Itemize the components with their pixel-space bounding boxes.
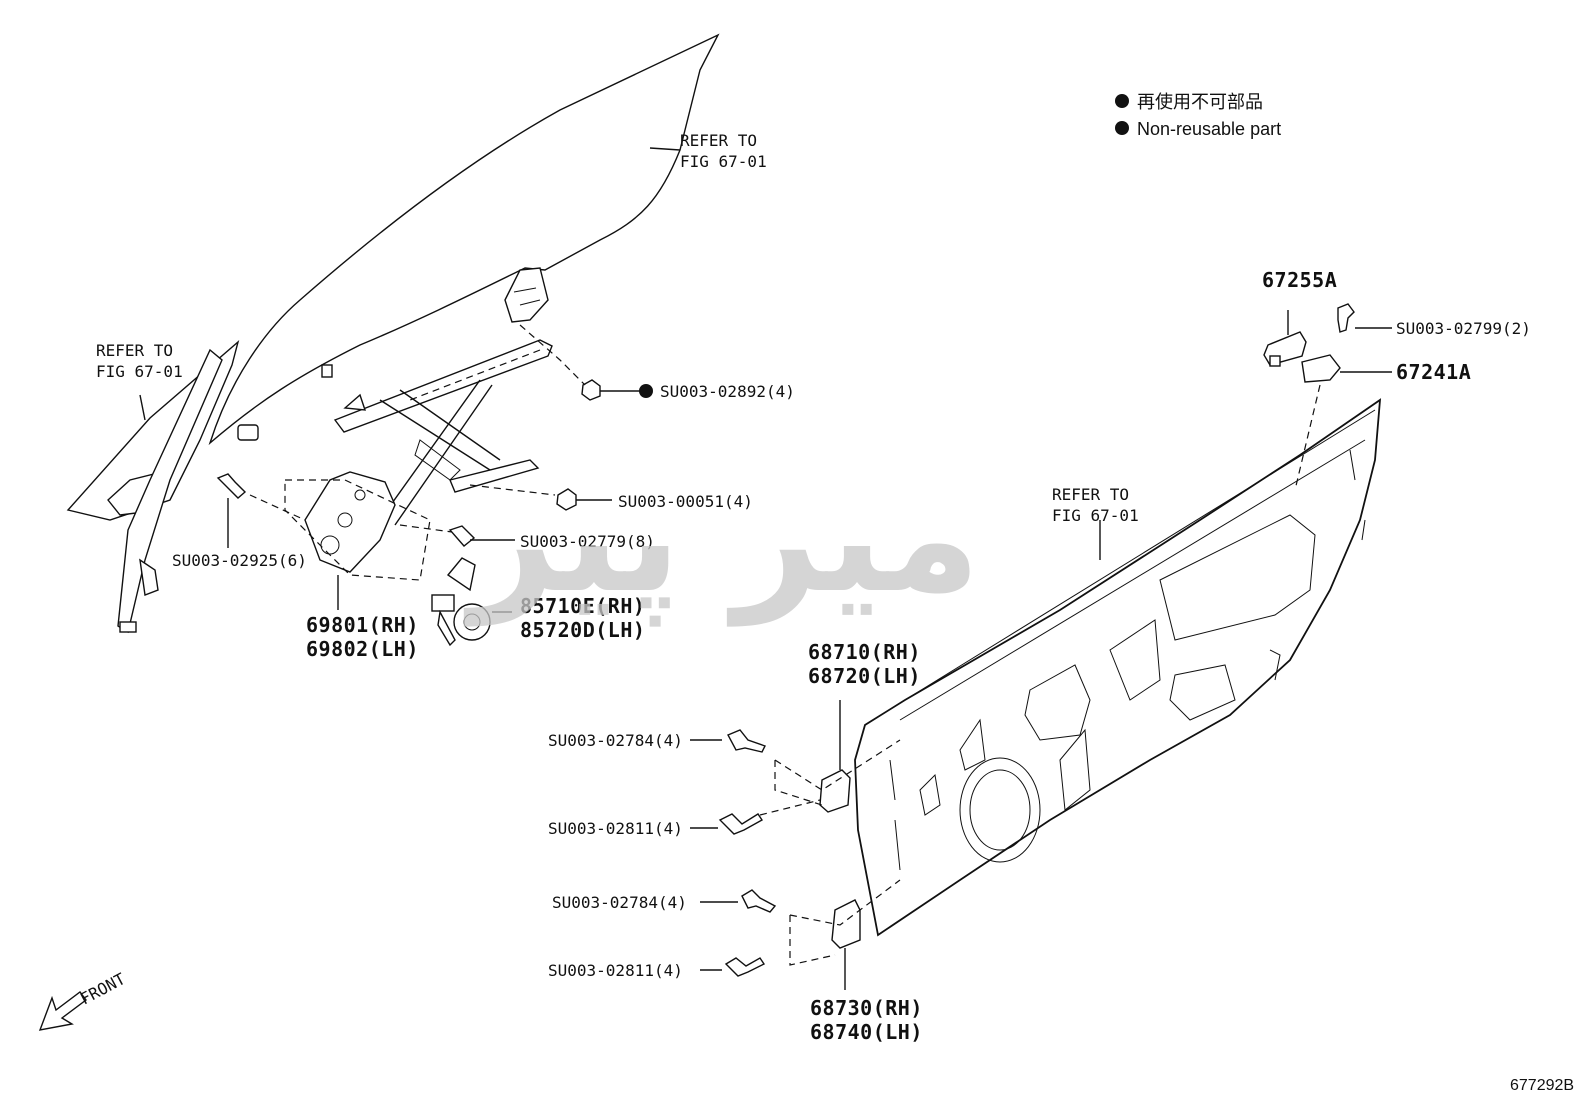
part-label-85720D: 85720D(LH) — [520, 618, 645, 642]
bolt-label-02811b: SU003-02811(4) — [548, 961, 683, 980]
lower-hinge — [700, 879, 901, 990]
part-label-85710E: 85710E(RH) — [520, 594, 645, 618]
front-arrow: FRONT — [38, 969, 129, 1031]
part-label-68730: 68730(RH) — [810, 996, 923, 1020]
svg-text:REFER TO: REFER TO — [96, 341, 173, 360]
front-arrow-icon — [38, 991, 87, 1031]
watermark: ﻣﻴﺮ ﭘﻴﺮ — [463, 452, 981, 627]
svg-text:REFER TO: REFER TO — [1052, 485, 1129, 504]
bolt-label-02892: SU003-02892(4) — [660, 382, 795, 401]
bolt-icon — [216, 473, 247, 499]
bolt-label-00051: SU003-00051(4) — [618, 492, 753, 511]
part-label-67241A: 67241A — [1396, 360, 1471, 384]
non-reusable-marker-icon — [1115, 94, 1129, 108]
regulator-motor — [431, 557, 512, 647]
part-label-68710: 68710(RH) — [808, 640, 921, 664]
part-label-67255A: 67255A — [1262, 268, 1337, 292]
svg-text:FIG 67-01: FIG 67-01 — [1052, 506, 1139, 525]
nut-icon — [556, 488, 577, 511]
bolt-icon — [724, 957, 766, 977]
bolt-icon — [741, 889, 777, 913]
nut-icon — [581, 379, 601, 401]
lock-cover-icon — [1301, 354, 1341, 383]
non-reusable-marker-icon — [1115, 121, 1129, 135]
figure-code: 677292B — [1510, 1077, 1574, 1094]
lock-parts — [1263, 303, 1392, 491]
legend: 再使用不可部品 Non-reusable part — [1115, 92, 1281, 139]
bolt-label-02784a: SU003-02784(4) — [548, 731, 683, 750]
regulator-fasteners — [216, 324, 653, 581]
upper-hinge — [690, 700, 901, 835]
glass-refer-label: REFER TO FIG 67-01 — [680, 131, 767, 171]
legend-en: Non-reusable part — [1137, 119, 1281, 139]
door-refer-label: REFER TO FIG 67-01 — [1052, 485, 1139, 525]
part-label-68720: 68720(LH) — [808, 664, 921, 688]
part-label-69802: 69802(LH) — [306, 637, 419, 661]
quarter-glass-channel — [66, 339, 240, 634]
svg-text:REFER TO: REFER TO — [680, 131, 757, 150]
legend-jp: 再使用不可部品 — [1137, 92, 1263, 112]
door-inner-panel — [854, 398, 1382, 937]
part-label-68740: 68740(LH) — [810, 1020, 923, 1044]
bolt-label-02925: SU003-02925(6) — [172, 551, 307, 570]
door-glass — [208, 33, 720, 446]
front-label: FRONT — [77, 969, 129, 1009]
bolt-icon — [1337, 303, 1355, 333]
bolt-label-02811a: SU003-02811(4) — [548, 819, 683, 838]
bolt-icon — [727, 729, 766, 753]
bolt-icon — [718, 813, 764, 835]
bolt-icon — [448, 525, 476, 547]
bolt-label-02779: SU003-02779(8) — [520, 532, 655, 551]
svg-text:FIG 67-01: FIG 67-01 — [96, 362, 183, 381]
non-reusable-marker-icon — [639, 384, 653, 398]
svg-text:FIG 67-01: FIG 67-01 — [680, 152, 767, 171]
bolt-label-02784b: SU003-02784(4) — [552, 893, 687, 912]
part-label-69801: 69801(RH) — [306, 613, 419, 637]
bolt-label-02799: SU003-02799(2) — [1396, 319, 1531, 338]
quarter-refer-label: REFER TO FIG 67-01 — [96, 341, 183, 381]
